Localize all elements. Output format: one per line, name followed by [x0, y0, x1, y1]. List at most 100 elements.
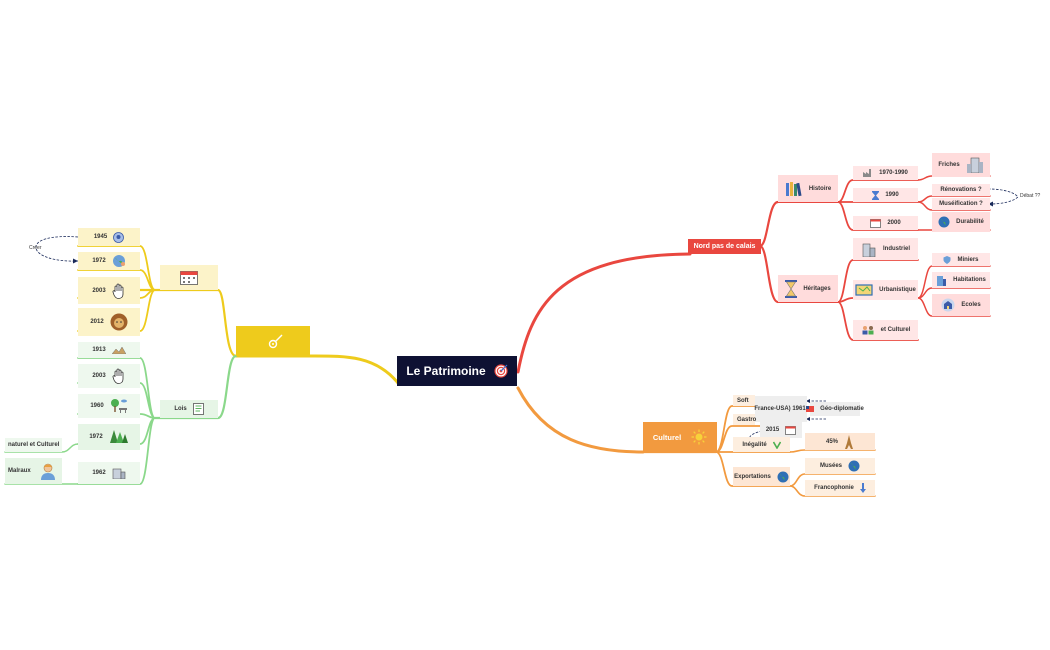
naturel-label: naturel et Culturel — [8, 442, 60, 448]
year-2015-label: 2015 — [765, 427, 780, 433]
apartment-icon — [936, 275, 947, 286]
green-date-1960[interactable]: 1960 — [78, 394, 140, 418]
naturel-node[interactable]: naturel et Culturel — [5, 438, 62, 452]
inegalite-label: Inégalité — [742, 441, 767, 448]
period-node-2000[interactable]: 2000 — [853, 216, 918, 230]
france-usa-label: France-USA) 1961: — [754, 406, 808, 412]
factory-icon — [863, 169, 873, 177]
france-usa-node[interactable]: France-USA) 1961: — [754, 396, 808, 422]
ecoles-label: Ecoles — [961, 302, 981, 308]
person-icon — [39, 462, 57, 480]
miniers-label: Miniers — [957, 256, 979, 263]
industriel-node[interactable]: Industriel — [853, 238, 918, 260]
francophonie-node[interactable]: Francophonie — [805, 480, 875, 496]
green-date-1962[interactable]: 1962 — [78, 462, 140, 484]
durabilite-label: Durabilité — [956, 219, 984, 225]
green-date-2003[interactable]: 2003 — [78, 364, 140, 388]
industriel-label: Industriel — [882, 246, 910, 252]
hourglass-icon — [785, 279, 798, 298]
histoire-node[interactable]: Histoire — [778, 175, 838, 202]
connector-orange-main — [516, 386, 645, 454]
habitations-node[interactable]: Habitations — [932, 272, 990, 288]
park-icon — [110, 398, 128, 414]
green-date-1972[interactable]: 1972 — [78, 424, 140, 450]
urbanistique-node[interactable]: Urbanistique — [853, 280, 918, 300]
green-date-label-1962: 1962 — [92, 470, 106, 476]
miniers-node[interactable]: Miniers — [932, 253, 990, 266]
calendar-icon — [180, 270, 198, 285]
durabilite-node[interactable]: Durabilité — [932, 212, 990, 232]
books-icon — [785, 181, 803, 197]
yellow-date-2003[interactable]: 2003 — [78, 277, 140, 304]
globe-icon — [938, 216, 950, 228]
hand-icon — [112, 283, 126, 299]
building-icon — [966, 157, 984, 173]
arrow-down-icon — [859, 483, 866, 493]
friches-node[interactable]: Friches — [932, 153, 990, 177]
yellow-date-label-1972: 1972 — [92, 258, 106, 264]
green-date-label-1913: 1913 — [92, 347, 106, 353]
check-icon — [772, 441, 781, 449]
heritages-node[interactable]: Héritages — [778, 275, 838, 302]
forest-icon — [109, 429, 129, 445]
renovations-label: Rénovations ? — [940, 187, 982, 193]
culturel-heritage-node[interactable]: et Culturel — [853, 320, 918, 340]
yellow-date-2012[interactable]: 2012 — [78, 308, 140, 336]
shield-icon — [943, 255, 951, 264]
yellow-date-1945[interactable]: 1945 — [78, 228, 140, 246]
soft-node[interactable]: Soft — [733, 395, 755, 406]
gastro-label: Gastro — [737, 416, 757, 423]
period-node-1990[interactable]: 1990 — [853, 188, 918, 202]
yellow-calendar-node[interactable] — [160, 265, 218, 290]
period-node-1970[interactable]: 1970-1990 — [853, 166, 918, 180]
ecoles-node[interactable]: Ecoles — [932, 294, 990, 316]
musees-label: Musées — [819, 463, 842, 469]
target-icon — [494, 364, 508, 378]
globe-icon — [777, 471, 789, 483]
renovations-node[interactable]: Rénovations ? — [932, 184, 990, 196]
green-date-label-2003: 2003 — [92, 373, 106, 379]
gastro-node[interactable]: Gastro — [733, 414, 757, 425]
year-2015-node[interactable]: 2015 — [760, 422, 802, 438]
green-date-label-1972: 1972 — [89, 434, 103, 440]
dashed-link-debat — [987, 188, 1019, 205]
debat-note: Débat ?? — [1020, 193, 1041, 199]
musees-node[interactable]: Musées — [805, 458, 875, 474]
inegalite-node[interactable]: Inégalité — [733, 437, 790, 452]
culturel-heritage-label: et Culturel — [880, 327, 911, 333]
document-icon — [192, 403, 204, 415]
dashed-link-creer — [35, 236, 79, 262]
sun-icon — [691, 429, 707, 445]
connector-red-fork — [758, 200, 780, 304]
central-node[interactable]: Le Patrimoine — [397, 356, 517, 386]
people-icon — [861, 325, 875, 335]
face-icon — [113, 231, 125, 243]
exportations-node[interactable]: Exportations — [733, 467, 790, 486]
guitar-icon — [268, 333, 284, 349]
red-branch-label: Nord pas de calais — [693, 243, 756, 250]
connector-red-main — [516, 252, 692, 374]
soft-label: Soft — [737, 397, 749, 404]
percent-label: 45% — [825, 438, 838, 445]
calendar-icon — [870, 218, 882, 228]
malraux-node[interactable]: Malraux — [5, 458, 62, 484]
connector-green-main — [153, 354, 238, 420]
geo-diplomatie-node[interactable]: Géo-diplomatie — [806, 402, 864, 416]
histoire-label: Histoire — [808, 185, 832, 192]
yellow-date-label-2003: 2003 — [92, 287, 106, 294]
yellow-branch-node[interactable] — [236, 326, 310, 356]
central-title: Le Patrimoine — [406, 364, 486, 378]
percent-node[interactable]: 45% — [805, 433, 875, 450]
museification-node[interactable]: Muséification ? — [932, 198, 990, 210]
yellow-date-label-1945: 1945 — [93, 234, 108, 240]
red-branch-node[interactable]: Nord pas de calais — [688, 239, 761, 254]
yellow-date-1972[interactable]: 1972 — [78, 252, 140, 270]
green-date-1913[interactable]: 1913 — [78, 342, 140, 358]
green-date-label-1960: 1960 — [90, 403, 104, 409]
lois-node[interactable]: Lois — [160, 400, 218, 418]
lois-label: Lois — [174, 406, 187, 412]
orange-branch-node[interactable]: Culturel — [643, 422, 717, 452]
urbanistique-label: Urbanistique — [879, 287, 916, 293]
office-building-icon — [861, 241, 877, 257]
